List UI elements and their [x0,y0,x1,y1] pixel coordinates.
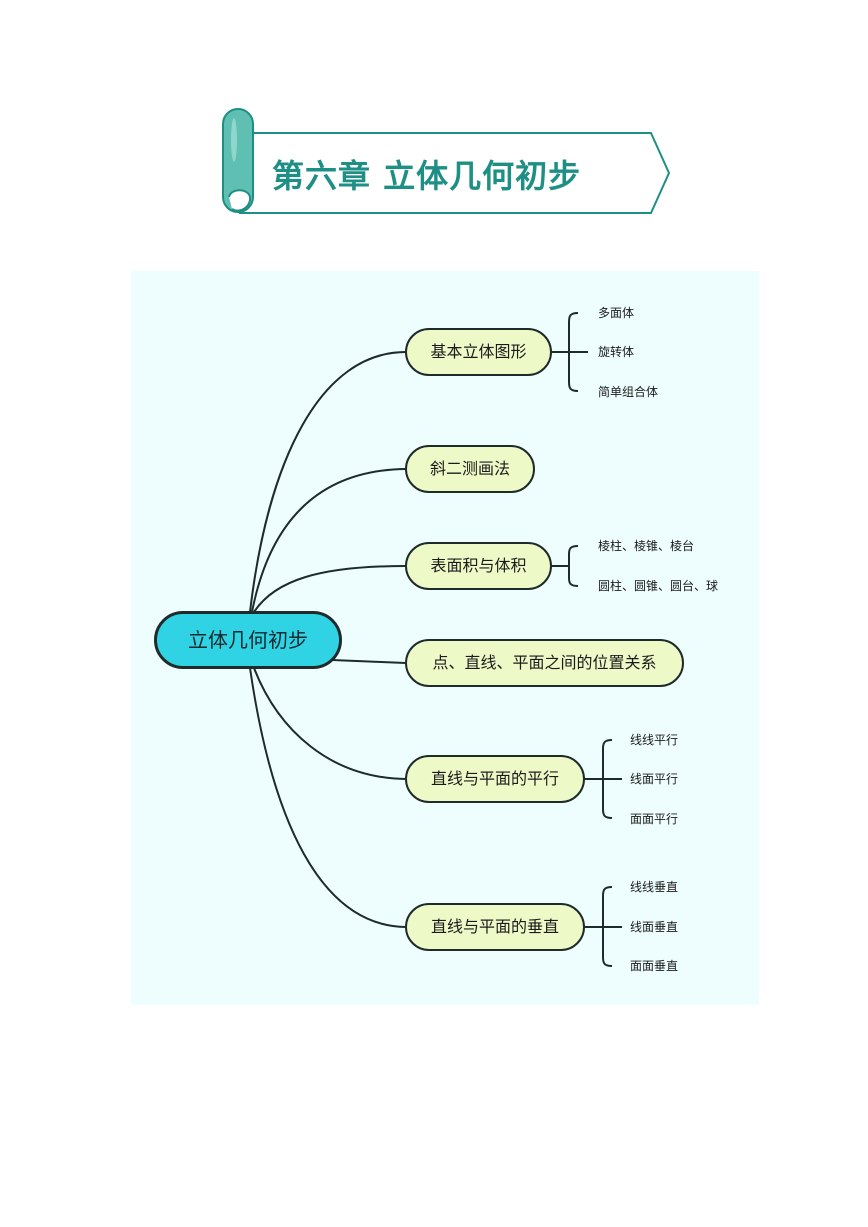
leaf-item: 线线垂直 [630,880,679,894]
branch-node-area-volume: 表面积与体积 [405,542,552,590]
branch-node-line-plane-parallel: 直线与平面的平行 [405,755,585,803]
chapter-banner [222,108,671,214]
leaf-item: 棱柱、棱锥、棱台 [598,539,695,553]
branch-node-basic-solids: 基本立体图形 [405,328,552,376]
leaf-item: 线面垂直 [630,920,679,934]
banner-scroll-curl [228,189,252,212]
root-node: 立体几何初步 [154,611,342,669]
branch-node-line-plane-perpendicular: 直线与平面的垂直 [405,903,585,951]
leaf-item: 线线平行 [630,733,679,747]
leaf-item: 线面平行 [630,772,679,786]
leaf-item: 面面平行 [630,812,679,826]
banner-scroll-highlight [231,118,237,162]
leaf-item: 旋转体 [598,345,635,359]
leaf-item: 面面垂直 [630,959,679,973]
branch-node-oblique-drawing: 斜二测画法 [405,445,535,493]
chapter-title: 第六章 立体几何初步 [272,157,582,195]
leaf-item: 多面体 [598,306,635,320]
leaf-item: 圆柱、圆锥、圆台、球 [598,579,719,593]
banner-scroll [222,108,254,213]
branch-node-positional-relations: 点、直线、平面之间的位置关系 [405,639,684,687]
leaf-item: 简单组合体 [598,385,659,399]
